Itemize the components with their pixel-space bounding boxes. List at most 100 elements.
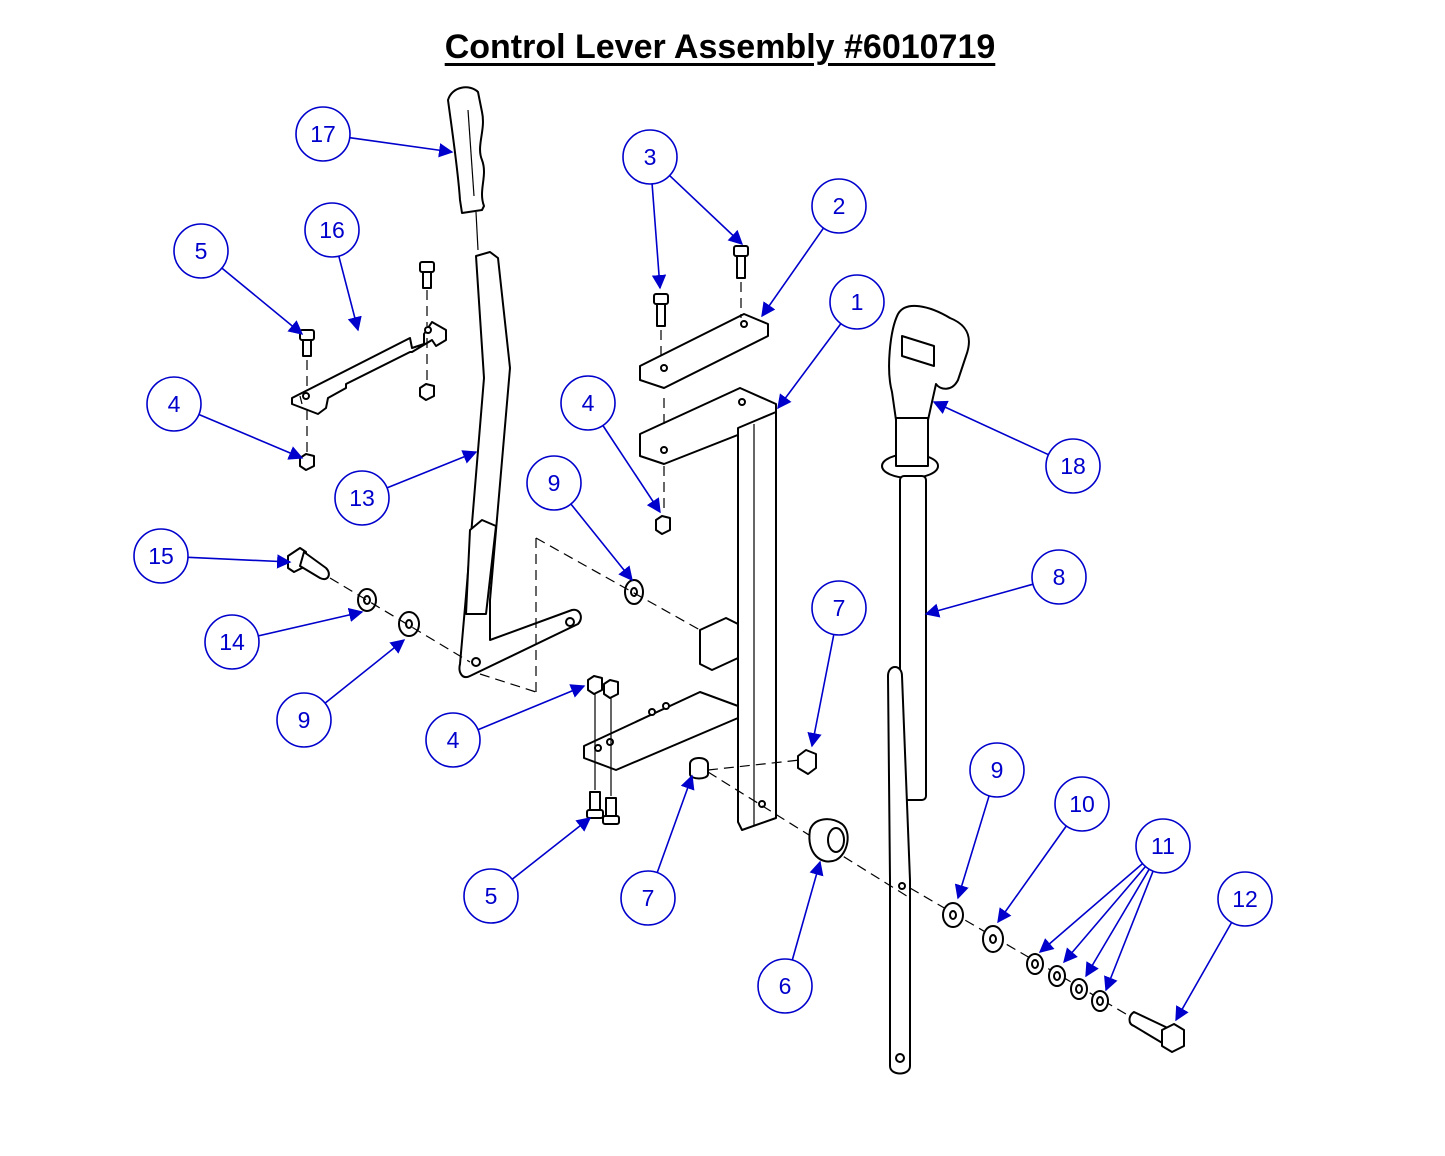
callout-number: 9 (991, 757, 1004, 783)
callout-1: 1 (829, 274, 885, 330)
callout-15: 15 (133, 528, 189, 584)
callout-number: 7 (833, 595, 846, 621)
leader-line-14 (258, 607, 364, 637)
callout-bubble (146, 376, 202, 432)
callout-bubble (560, 375, 616, 431)
callout-bubble (463, 868, 519, 924)
callout-bubble (811, 580, 867, 636)
leader-line-11-2 (1063, 865, 1147, 964)
part-8-rod (887, 475, 927, 1075)
callout-number: 16 (319, 217, 345, 243)
callout-2: 2 (811, 178, 867, 234)
callout-bubble (1135, 818, 1191, 874)
callout-number: 7 (642, 885, 655, 911)
callout-7: 7 (811, 580, 867, 636)
part-10-washer (982, 925, 1004, 953)
leader-lines (187, 136, 1233, 1022)
callout-bubble (1054, 776, 1110, 832)
callout-bubble (620, 870, 676, 926)
callout-number: 15 (148, 543, 174, 569)
leader-line-7 (656, 774, 695, 873)
callout-9: 9 (969, 742, 1025, 798)
part-9-washer-right (942, 902, 964, 928)
leader-line-13 (386, 450, 478, 489)
callout-4: 4 (146, 376, 202, 432)
leader-line-12 (1175, 922, 1233, 1022)
callout-bubble (173, 223, 229, 279)
part-16-plate (291, 261, 447, 471)
leader-line-4 (602, 425, 661, 514)
leader-line-5 (221, 267, 304, 335)
leader-line-3-1 (651, 183, 667, 290)
callout-17: 17 (295, 106, 351, 162)
leader-line-9 (570, 503, 633, 582)
callout-14: 14 (204, 614, 260, 670)
callout-4: 4 (560, 375, 616, 431)
callout-number: 4 (447, 727, 460, 753)
callout-number: 1 (851, 289, 864, 315)
callout-11: 11 (1135, 818, 1191, 874)
callout-18: 18 (1045, 438, 1101, 494)
callout-16: 16 (304, 202, 360, 258)
callout-12: 12 (1217, 871, 1273, 927)
callout-number: 11 (1151, 833, 1175, 859)
callout-bubble (425, 712, 481, 768)
callout-9: 9 (526, 455, 582, 511)
callout-3: 3 (622, 129, 678, 185)
callout-number: 3 (644, 144, 657, 170)
part-9-washer-mid (624, 579, 644, 605)
part-13-lever (458, 251, 582, 678)
leader-line-17 (349, 136, 454, 158)
part-15-bolt (287, 547, 330, 580)
callout-bubble (526, 455, 582, 511)
callout-number: 5 (195, 238, 208, 264)
leader-line-8 (924, 583, 1034, 618)
leader-line-7 (807, 634, 835, 748)
callout-bubble (133, 528, 189, 584)
part-5-bolts-lower (586, 791, 620, 825)
callout-bubble (757, 958, 813, 1014)
leader-line-9 (954, 795, 990, 900)
leader-line-4 (198, 413, 304, 460)
callout-7: 7 (620, 870, 676, 926)
callout-10: 10 (1054, 776, 1110, 832)
leader-line-15 (187, 554, 292, 569)
callout-number: 9 (298, 707, 311, 733)
callout-number: 12 (1232, 886, 1258, 912)
leader-line-10 (997, 825, 1067, 924)
callout-number: 14 (219, 629, 245, 655)
part-9-washer-left (398, 611, 420, 637)
callout-9: 9 (276, 692, 332, 748)
callout-number: 2 (833, 193, 846, 219)
leader-line-11-1 (1038, 862, 1144, 953)
callout-6: 6 (757, 958, 813, 1014)
callout-bubble (304, 202, 360, 258)
callout-number: 5 (485, 883, 498, 909)
callout-5: 5 (463, 868, 519, 924)
part-6-cam (808, 818, 849, 863)
callout-4: 4 (425, 712, 481, 768)
leader-line-5 (511, 817, 592, 880)
callout-bubble (295, 106, 351, 162)
leader-line-9 (324, 639, 406, 704)
part-4-nuts-lower (587, 675, 619, 796)
callout-bubble (829, 274, 885, 330)
callout-number: 9 (548, 470, 561, 496)
callout-8: 8 (1031, 549, 1087, 605)
leader-line-3-2 (669, 175, 744, 245)
leader-line-2 (761, 227, 825, 318)
part-2-plate (639, 245, 769, 389)
callout-number: 8 (1053, 564, 1066, 590)
part-17-grip (447, 86, 485, 251)
callout-number: 4 (168, 391, 181, 417)
leader-line-4 (477, 684, 586, 731)
callout-number: 4 (582, 390, 595, 416)
callout-bubble (1031, 549, 1087, 605)
callout-number: 18 (1060, 453, 1086, 479)
leader-line-11-4 (1104, 870, 1154, 992)
leader-line-1 (777, 323, 842, 410)
callout-number: 13 (349, 485, 375, 511)
part-12-bolt (1128, 1011, 1185, 1053)
